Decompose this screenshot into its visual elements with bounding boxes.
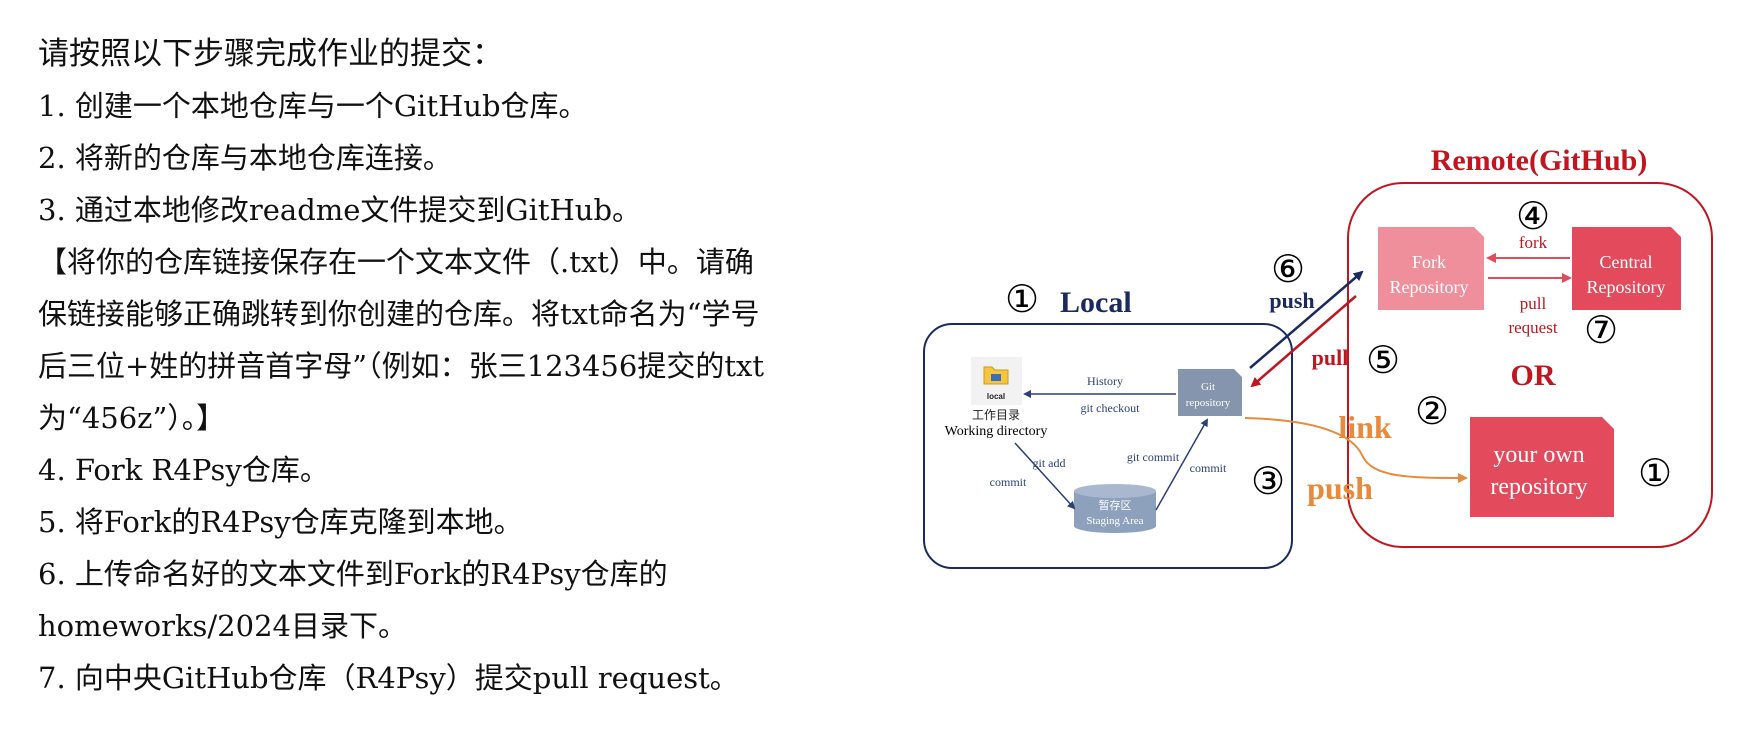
commit-right-label: commit <box>1190 461 1227 475</box>
own-repo-line2: repository <box>1490 474 1587 500</box>
working-dir-en: Working directory <box>945 424 1048 439</box>
local-box <box>923 323 1293 569</box>
own-repository <box>1470 417 1614 517</box>
instruction-line: 6. 上传命名好的文本文件到Fork的R4Psy仓库的 <box>38 557 668 591</box>
central-repo-line2: Repository <box>1587 277 1666 297</box>
instructions-panel: 请按照以下步骤完成作业的提交： 1. 创建一个本地仓库与一个GitHub仓库。 … <box>38 28 898 704</box>
step-6-marker: ⑥ <box>1271 249 1305 291</box>
push-arrow <box>1249 270 1364 369</box>
fork-repo-line2: Repository <box>1390 277 1469 297</box>
git-repo-line1: Git <box>1201 381 1215 393</box>
history-label: History <box>1087 374 1123 388</box>
remote-box <box>1347 182 1713 548</box>
git-add-arrow <box>1014 442 1076 510</box>
git-add-label: git add <box>1033 456 1066 470</box>
step-5-marker: ⑤ <box>1366 340 1400 382</box>
commit-left-label: commit <box>990 475 1027 489</box>
central-repository <box>1572 227 1681 310</box>
staging-line1: 暂存区 <box>1099 498 1132 512</box>
instruction-line: 后三位+姓的拼音首字母”（例如：张三123456提交的txt <box>38 349 764 383</box>
step-4-marker: ④ <box>1516 196 1550 238</box>
fork-repository <box>1378 227 1484 310</box>
instruction-line: 为“456z”）。】 <box>38 401 226 435</box>
folder-caption: local <box>987 392 1005 401</box>
instruction-line: 1. 创建一个本地仓库与一个GitHub仓库。 <box>38 89 588 123</box>
git-commit-label: git commit <box>1127 450 1180 464</box>
pull-arrow <box>1250 295 1357 388</box>
instruction-line: 3. 通过本地修改readme文件提交到GitHub。 <box>38 193 642 227</box>
local-title: Local <box>1060 286 1132 319</box>
step-7-marker: ⑦ <box>1584 310 1618 352</box>
push-orange-label: push <box>1307 470 1373 506</box>
instructions-heading: 请按照以下步骤完成作业的提交： <box>38 36 503 72</box>
push-label: push <box>1269 288 1314 313</box>
staging-line2: Staging Area <box>1086 515 1143 527</box>
instruction-line: 2. 将新的仓库与本地仓库连接。 <box>38 141 452 175</box>
pull-request-line1: pull <box>1520 294 1547 313</box>
instruction-line: 保链接能够正确跳转到你创建的仓库。将txt命名为“学号 <box>38 297 760 331</box>
git-repo-line2: repository <box>1186 397 1231 409</box>
step-3-marker: ③ <box>1251 461 1285 503</box>
fork-label: fork <box>1519 233 1548 252</box>
git-repository <box>1178 369 1242 416</box>
step-2-marker: ② <box>1415 391 1449 433</box>
instruction-line: 7. 向中央GitHub仓库（R4Psy）提交pull request。 <box>38 661 739 695</box>
instruction-line: 4. Fork R4Psy仓库。 <box>38 453 329 487</box>
central-repo-line1: Central <box>1600 252 1653 272</box>
fork-repo-line1: Fork <box>1412 252 1446 272</box>
working-dir-cn: 工作目录 <box>972 408 1020 422</box>
instruction-line: 【将你的仓库链接保存在一个文本文件（.txt）中。请确 <box>38 245 754 279</box>
instruction-line: homeworks/2024目录下。 <box>38 609 407 643</box>
pull-label: pull <box>1312 345 1349 370</box>
link-label: link <box>1338 409 1392 445</box>
or-label: OR <box>1511 359 1556 392</box>
instruction-line: 5. 将Fork的R4Psy仓库克隆到本地。 <box>38 505 523 539</box>
git-checkout-label: git checkout <box>1081 401 1141 415</box>
folder-icon <box>983 366 1009 385</box>
pull-request-line2: request <box>1508 318 1557 337</box>
step-1-remote-marker: ① <box>1638 453 1672 495</box>
remote-title: Remote(GitHub) <box>1431 144 1648 177</box>
link-arrow <box>1244 417 1468 483</box>
staging-area <box>1074 484 1156 533</box>
step-marker: ① <box>1005 279 1039 321</box>
own-repo-line1: your own <box>1493 442 1584 468</box>
git-commit-arrow <box>1155 418 1208 511</box>
